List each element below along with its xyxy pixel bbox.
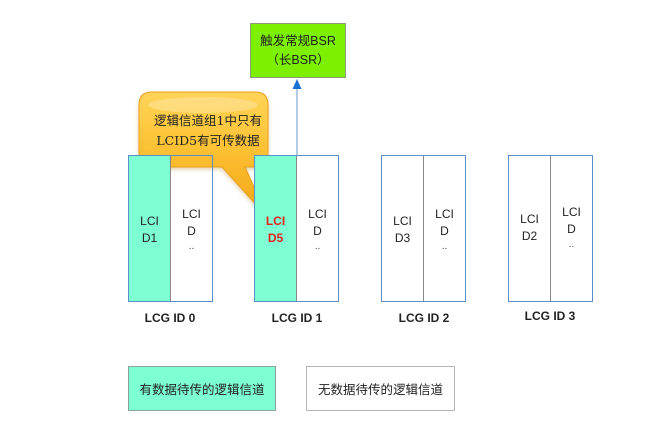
ellipsis-text: .. [188, 241, 195, 252]
lcid-cell-no-data: LCI D .. [297, 156, 338, 301]
lcid-text: D [313, 224, 322, 238]
lcg-label-1: LCG ID 1 [271, 311, 323, 325]
lcid-text: LCI [182, 207, 201, 221]
lcid-text: LCI [562, 205, 581, 219]
legend-without-data-text: 无数据待传的逻辑信道 [317, 382, 443, 397]
lcg-box-2: LCI D3 LCI D .. [381, 155, 466, 302]
legend-without-data: 无数据待传的逻辑信道 [306, 366, 455, 411]
callout-line-1: 逻辑信道组1中只有 [154, 113, 262, 128]
lcid-cell-no-data: LCI D .. [551, 156, 592, 301]
lcid-text: D [187, 224, 196, 238]
legend-with-data-text: 有数据待传的逻辑信道 [139, 382, 265, 397]
lcid-cell-no-data: LCI D2 [509, 156, 551, 301]
lcid-cell-no-data: LCI D3 [382, 156, 424, 301]
bsr-line-1: 触发常规BSR [260, 33, 336, 48]
lcg-box-0: LCI D1 LCI D .. [128, 155, 213, 302]
lcg-box-1: LCI D5 LCI D .. [254, 155, 339, 302]
lcid-text: LCI [435, 207, 454, 221]
ellipsis-text: .. [314, 241, 321, 252]
bsr-line-2: （长BSR） [266, 52, 330, 67]
lcg-label-3: LCG ID 3 [524, 309, 576, 323]
lcg-label-2: LCG ID 2 [398, 311, 450, 325]
lcid-cell-with-data: LCI D5 [255, 156, 297, 301]
arrow-head-icon [292, 79, 302, 89]
lcid-text: D3 [394, 231, 411, 245]
callout-text: 逻辑信道组1中只有 LCID5有可传数据 [144, 100, 272, 162]
lcg-box-3: LCI D2 LCI D .. [508, 155, 593, 302]
ellipsis-text: .. [441, 241, 448, 252]
lcid-text: LCI [520, 212, 539, 226]
lcid-text: D [567, 222, 576, 236]
lcid-text: D2 [521, 229, 538, 243]
lcid-cell-no-data: LCI D .. [424, 156, 465, 301]
lcid-text: LCI [140, 214, 159, 228]
lcid-cell-with-data: LCI D1 [129, 156, 171, 301]
legend-with-data: 有数据待传的逻辑信道 [128, 366, 276, 411]
lcid-text-highlight: LCI [265, 214, 286, 228]
trigger-bsr-box: 触发常规BSR （长BSR） [250, 23, 346, 78]
ellipsis-text: .. [568, 239, 575, 250]
callout-line-2: LCID5有可传数据 [156, 133, 260, 148]
lcid-text: D1 [141, 231, 158, 245]
lcid-text: LCI [308, 207, 327, 221]
lcid-text: D [440, 224, 449, 238]
lcid-text-highlight: D5 [267, 231, 284, 245]
lcid-cell-no-data: LCI D .. [171, 156, 212, 301]
lcg-label-0: LCG ID 0 [144, 311, 196, 325]
lcid-text: LCI [393, 214, 412, 228]
